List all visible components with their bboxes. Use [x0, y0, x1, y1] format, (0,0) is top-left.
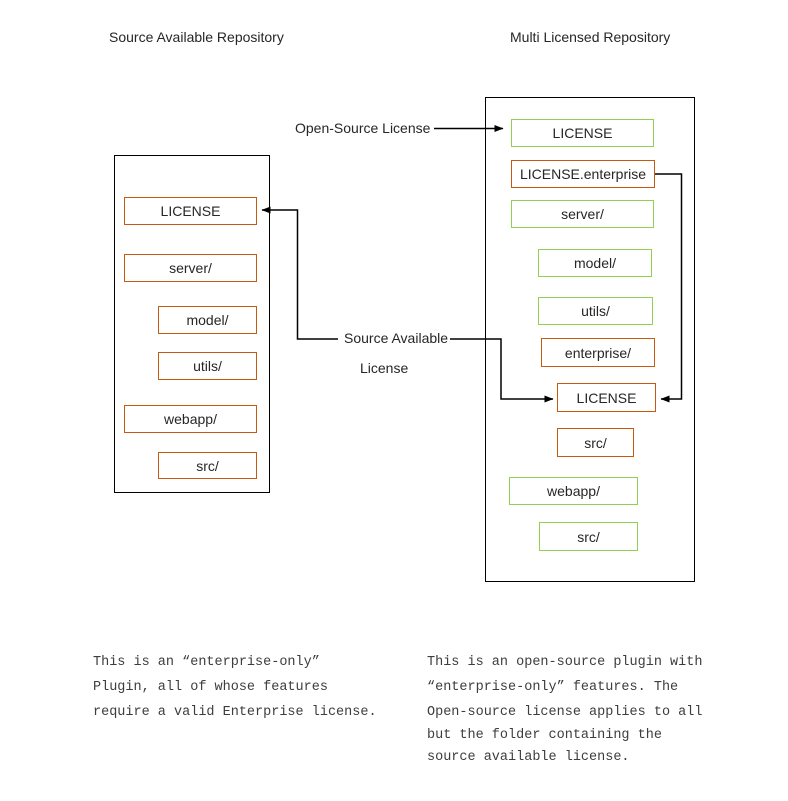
source-available-license-label-line1: Source Available: [342, 330, 451, 346]
note-line: This is an open-source plugin with: [427, 655, 703, 670]
right-repo-note: This is an open-source plugin with “enter…: [427, 650, 702, 768]
file-box-webapp: webapp/: [509, 477, 638, 505]
source-available-license-label-line2: License: [358, 360, 411, 376]
file-box-license: LICENSE: [124, 197, 257, 225]
file-box-model: model/: [158, 306, 257, 334]
source-available-left-arrow: [261, 206, 338, 340]
file-box-utils: utils/: [158, 352, 257, 380]
note-line: require a valid Enterprise license.: [93, 705, 377, 720]
note-line: “enterprise-only” features. The: [427, 680, 679, 695]
file-box-src: src/: [557, 428, 634, 457]
note-line: This is an “enterprise-only”: [93, 655, 320, 670]
note-line: but the folder containing the: [427, 728, 662, 743]
file-box-webapp: webapp/: [124, 405, 257, 433]
note-line: Plugin, all of whose features: [93, 680, 328, 695]
file-box-utils: utils/: [538, 297, 653, 325]
file-box-license: LICENSE: [511, 119, 654, 147]
right-repo-title: Multi Licensed Repository: [510, 29, 671, 45]
left-repo-note: This is an “enterprise-only” Plugin, all …: [93, 650, 377, 725]
note-line: Open-source license applies to all: [427, 705, 703, 720]
open-source-license-label: Open-Source License: [293, 120, 433, 136]
file-box-src: src/: [158, 452, 257, 479]
file-box-server: server/: [124, 254, 257, 282]
left-repo-title: Source Available Repository: [109, 29, 284, 45]
file-box-server: server/: [511, 200, 654, 228]
file-box-license-enterprise: LICENSE.enterprise: [511, 160, 655, 188]
note-line: source available license.: [427, 750, 630, 765]
file-box-src: src/: [539, 522, 638, 551]
file-box-model: model/: [538, 249, 652, 277]
file-box-enterprise: enterprise/: [541, 338, 655, 367]
file-box-license: LICENSE: [557, 383, 656, 412]
